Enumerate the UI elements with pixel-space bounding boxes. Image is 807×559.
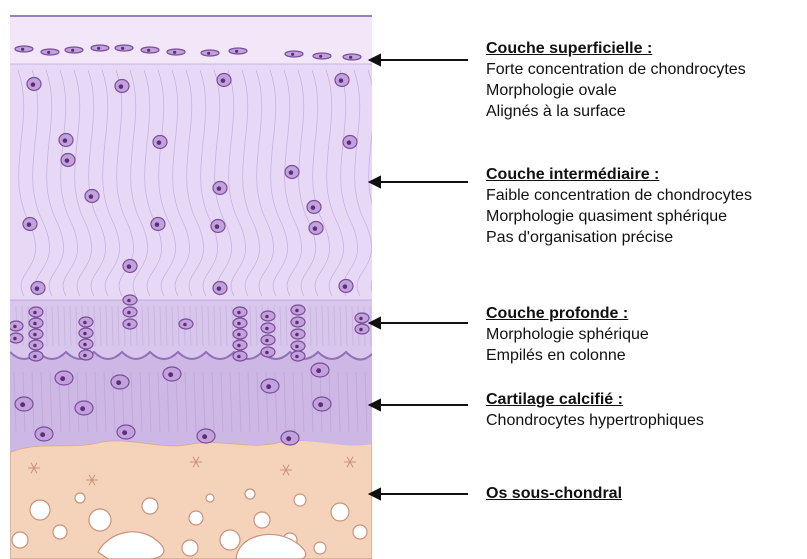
label-line: Morphologie sphérique — [486, 324, 649, 345]
label-superficial: Couche superficielle : Forte concentrati… — [486, 38, 746, 122]
label-line: Morphologie ovale — [486, 80, 746, 101]
label-bone: Os sous-chondral — [486, 483, 622, 504]
label-line: Chondrocytes hypertrophiques — [486, 410, 704, 431]
label-calcified: Cartilage calcifié : Chondrocytes hypert… — [486, 389, 704, 431]
label-line: Faible concentration de chondrocytes — [486, 185, 752, 206]
label-title: Cartilage calcifié : — [486, 389, 704, 410]
label-title: Couche profonde : — [486, 303, 649, 324]
label-line: Forte concentration de chondrocytes — [486, 59, 746, 80]
label-title: Os sous-chondral — [486, 483, 622, 504]
label-title: Couche superficielle : — [486, 38, 746, 59]
label-line: Morphologie quasiment sphérique — [486, 206, 752, 227]
label-line: Pas d'organisation précise — [486, 227, 752, 248]
label-intermediate: Couche intermédiaire : Faible concentrat… — [486, 164, 752, 248]
label-deep: Couche profonde : Morphologie sphérique … — [486, 303, 649, 366]
label-title: Couche intermédiaire : — [486, 164, 752, 185]
label-line: Empilés en colonne — [486, 345, 649, 366]
label-line: Alignés à la surface — [486, 101, 746, 122]
